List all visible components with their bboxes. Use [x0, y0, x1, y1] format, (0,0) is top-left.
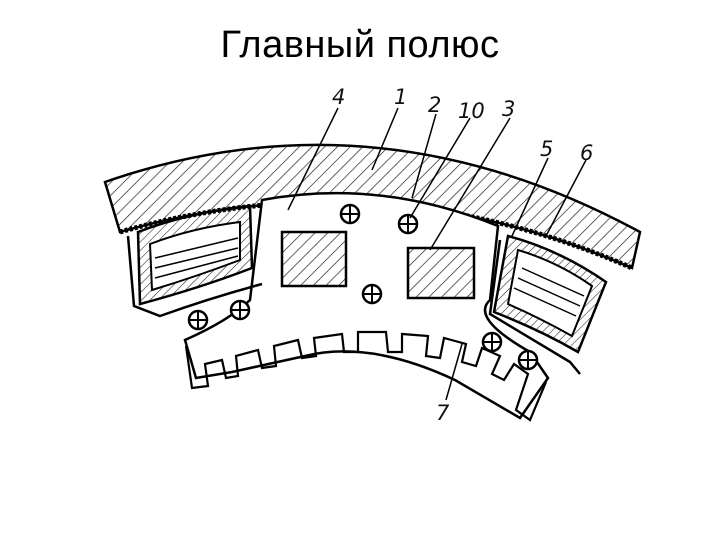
bolt-5: [187, 309, 209, 331]
bolt-6: [481, 331, 503, 353]
callout-7: 7: [436, 401, 450, 425]
bolt-1: [339, 203, 361, 225]
callout-3: 3: [502, 97, 515, 121]
bolt-7: [517, 349, 539, 371]
callout-2: 2: [428, 93, 441, 117]
callout-5: 5: [540, 137, 553, 161]
slide-title: Главный полюс: [220, 24, 500, 66]
pole-shoe-slots: [184, 330, 548, 422]
left-field-coil: [126, 204, 263, 318]
pole-block-left: [280, 230, 348, 288]
bolt-2: [397, 213, 419, 235]
callout-6: 6: [580, 141, 593, 165]
pole-block-right: [406, 246, 476, 300]
right-field-coil: [488, 234, 608, 375]
leader-lines: [287, 107, 587, 401]
callout-4: 4: [332, 85, 345, 109]
callout-10: 10: [458, 99, 485, 123]
bolt-3: [361, 283, 383, 305]
callout-1: 1: [394, 85, 407, 109]
bolt-4: [229, 299, 251, 321]
